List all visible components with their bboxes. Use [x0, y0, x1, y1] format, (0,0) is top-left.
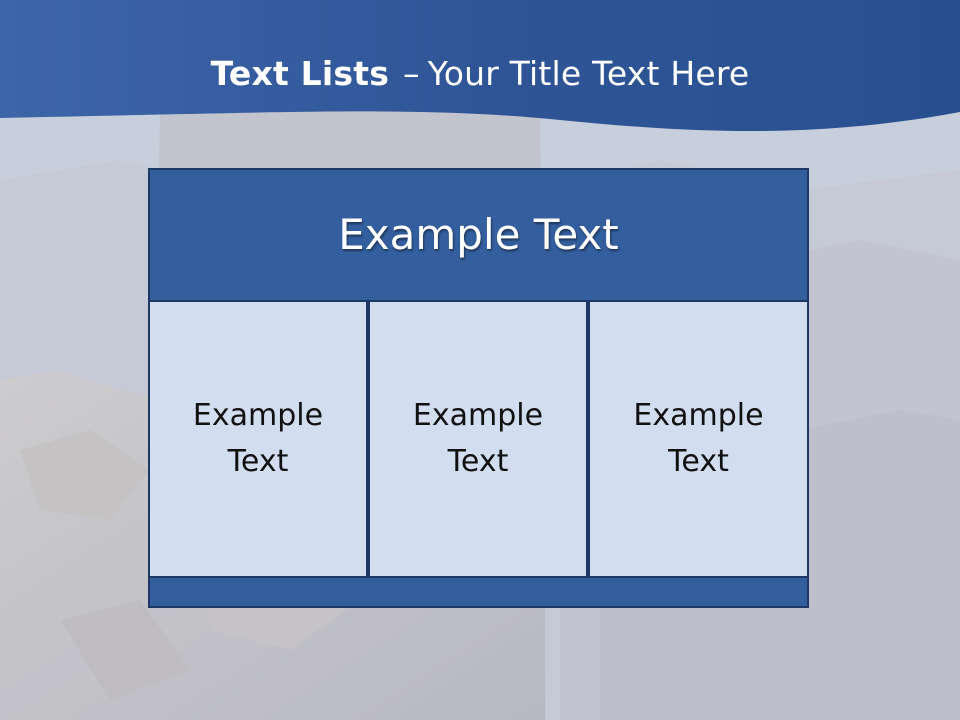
- cell-line-2: Text: [227, 444, 289, 479]
- cell-line-1: Example: [192, 398, 324, 433]
- text-list-diagram: Example Text Example Text Example Text E…: [148, 168, 809, 608]
- diagram-cell-3: Example Text: [588, 300, 809, 578]
- cell-line-2: Text: [668, 444, 729, 479]
- title-dash: –: [403, 54, 420, 93]
- diagram-header-text: Example Text: [338, 210, 619, 259]
- diagram-footer-bar: [148, 576, 809, 608]
- cell-line-1: Example: [633, 398, 764, 433]
- diagram-header: Example Text: [148, 168, 809, 302]
- diagram-cell-2: Example Text: [368, 300, 588, 578]
- diagram-cell-text: Example Text: [609, 393, 789, 485]
- title-band: [0, 0, 960, 132]
- slide-title: Text Lists–Your Title Text Here: [0, 52, 960, 96]
- diagram-cell-text: Example Text: [388, 393, 568, 485]
- diagram-cell-1: Example Text: [148, 300, 368, 578]
- title-subtitle-text: Your Title Text Here: [427, 54, 750, 93]
- title-bold-text: Text Lists: [210, 54, 390, 93]
- cell-line-1: Example: [412, 398, 544, 433]
- cell-line-2: Text: [447, 444, 509, 479]
- diagram-cell-text: Example Text: [168, 393, 348, 485]
